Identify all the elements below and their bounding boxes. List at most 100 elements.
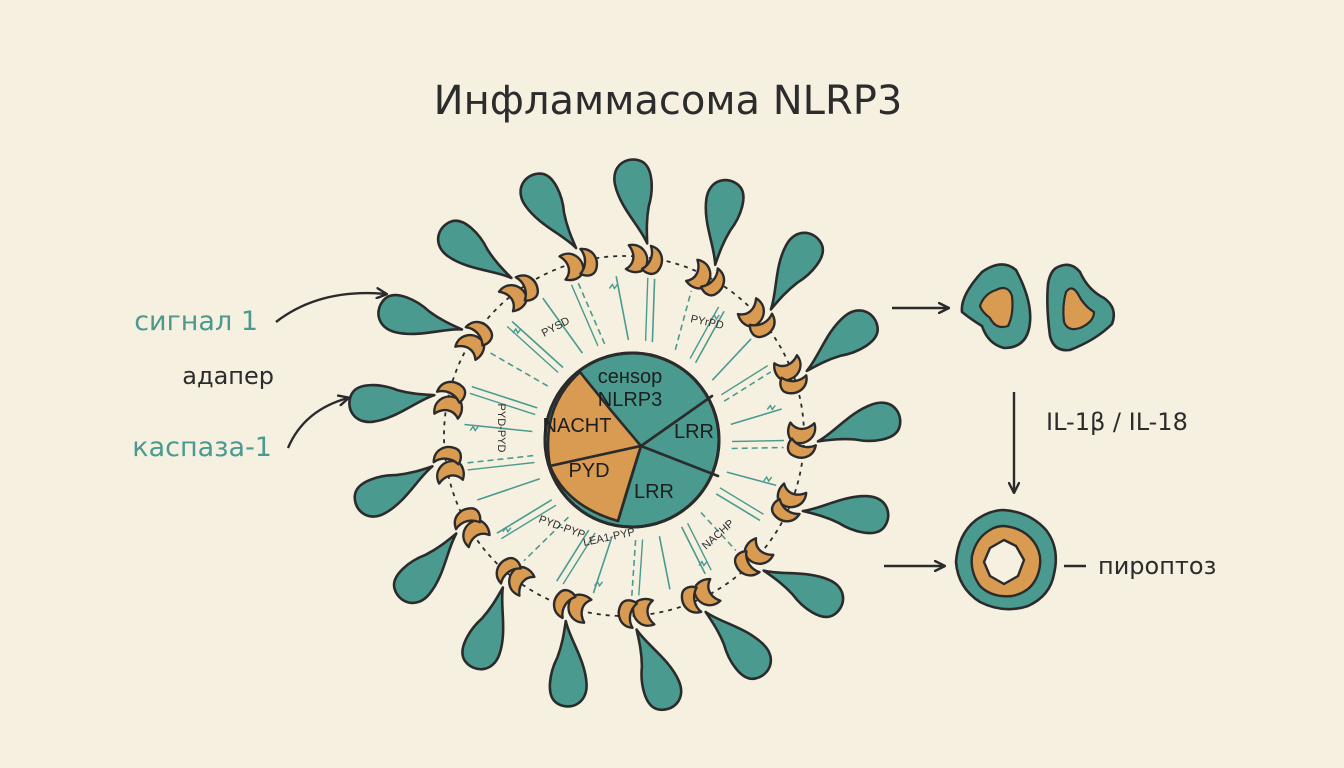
asc-adapter-crescent-icon xyxy=(786,421,817,459)
asc-adapter-crescent-icon xyxy=(552,588,593,624)
caspase-teardrop-icon xyxy=(377,293,464,336)
filament-spoke xyxy=(680,526,706,575)
adapter-label: адапер xyxy=(182,362,274,390)
filament-spokes xyxy=(464,276,785,596)
asc-adapter-crescent-icon xyxy=(497,274,540,313)
caspase-teardrop-icon xyxy=(769,231,825,311)
filament-zigzag-mark xyxy=(766,404,776,411)
filament-spoke xyxy=(674,290,693,351)
caspase-teardrop-icon xyxy=(348,383,436,424)
caspase-teardrop-icon xyxy=(801,494,890,535)
filament-spoke xyxy=(723,371,772,402)
caspase-teardrop-icon xyxy=(519,172,578,250)
cytokines-label: IL-1β / IL-18 xyxy=(1046,408,1188,436)
caspase-teardrop-icon xyxy=(704,610,773,680)
filament-spoke xyxy=(523,516,569,562)
filament-spoke xyxy=(719,487,764,515)
filament-spoke xyxy=(562,532,596,585)
asc-adapter-crescent-icon xyxy=(736,297,776,339)
filament-zigzag-mark xyxy=(502,526,512,534)
pysd-label: PYSD xyxy=(540,315,572,340)
filament-spoke xyxy=(631,539,637,596)
filament-spoke xyxy=(720,365,769,396)
filament-spoke xyxy=(615,276,630,341)
nlrp3-label: NLRP3 xyxy=(598,389,662,411)
core-disc-outline xyxy=(543,351,721,529)
pyd-label: PYD xyxy=(568,460,609,482)
asc-adapter-crescent-icon xyxy=(680,577,722,614)
lrr-top-label: LRR xyxy=(674,421,714,443)
caspase-teardrop-icon xyxy=(353,465,434,518)
filament-spoke xyxy=(644,277,649,341)
caspase-teardrop-icon xyxy=(762,569,845,618)
filament-spoke xyxy=(577,282,606,345)
filament-zigzag-mark xyxy=(608,283,618,290)
filament-spoke xyxy=(651,278,656,343)
filament-zigzag-mark xyxy=(469,425,479,432)
filament-spoke xyxy=(467,461,535,471)
asc-adapter-crescent-icon xyxy=(770,482,808,523)
filament-spoke xyxy=(466,454,534,464)
asc-adapter-crescent-icon xyxy=(558,247,599,282)
pyroptotic-cell-icon xyxy=(954,508,1058,611)
filament-spoke xyxy=(731,446,784,450)
cytokine-blob-icon xyxy=(960,263,1032,350)
filament-spoke xyxy=(471,385,538,409)
filament-spoke xyxy=(730,408,782,426)
core-divider-line xyxy=(616,394,720,523)
inflammasome-ring xyxy=(348,158,902,712)
pyd-side-label: PYD-PYD xyxy=(495,404,507,453)
asc-adapter-crescent-icon xyxy=(684,258,726,297)
filament-zigzag-mark xyxy=(698,560,708,567)
asc-adapter-crescent-icon xyxy=(453,507,491,549)
page-title: Инфламмасома NLRP3 xyxy=(434,78,903,124)
caspase-teardrop-icon xyxy=(816,401,902,443)
filament-spoke xyxy=(469,392,536,416)
asc-adapter-crescent-icon xyxy=(432,445,465,485)
filament-spoke xyxy=(477,478,541,501)
filament-zigzag-mark xyxy=(512,327,522,335)
filament-spoke xyxy=(715,493,761,522)
lrr-bottom-label: LRR xyxy=(634,481,674,503)
caspase-teardrop-icon xyxy=(548,619,588,708)
filament-spoke xyxy=(500,504,557,540)
filament-spoke xyxy=(694,310,725,364)
asc-adapter-crescent-icon xyxy=(617,597,656,630)
filament-spoke xyxy=(542,297,584,354)
caspase-teardrop-icon xyxy=(392,532,458,605)
filament-zigzag-mark xyxy=(710,313,720,321)
cytokine-blob-icon xyxy=(1046,263,1116,352)
nlrp3-core: сенsор NLRP3 NACHT LRR PYD LRR xyxy=(543,351,721,529)
ring-subunits xyxy=(348,158,902,712)
caspase-teardrop-icon xyxy=(635,628,683,712)
pyroptosis-label: пироптоз xyxy=(1098,552,1216,580)
caspase-label: каспаза-1 xyxy=(132,432,272,463)
filament-spoke xyxy=(658,536,671,590)
asc-adapter-crescent-icon xyxy=(773,354,808,395)
nachp-label: NACHP xyxy=(700,518,737,553)
filament-zigzag-mark xyxy=(763,475,773,483)
caspase-teardrop-icon xyxy=(704,178,745,267)
filament-spoke xyxy=(506,325,559,374)
asc-adapter-crescent-icon xyxy=(624,243,664,276)
filament-spoke xyxy=(686,522,712,571)
sensor-label: сенsор xyxy=(598,366,662,388)
filament-spoke xyxy=(700,511,737,552)
asc-adapter-crescent-icon xyxy=(733,537,775,577)
filament-spoke xyxy=(726,471,777,487)
pyd-pyp-label: PYD-PYP xyxy=(537,514,586,542)
asc-adapter-crescent-icon xyxy=(433,380,467,420)
caspase-teardrop-icon xyxy=(461,586,505,671)
asc-adapter-crescent-icon xyxy=(495,556,536,597)
filament-spoke xyxy=(711,338,752,381)
filament-spoke xyxy=(487,350,549,387)
filament-spoke xyxy=(638,539,644,596)
nacht-label: NACHT xyxy=(543,415,612,437)
filament-spoke xyxy=(570,284,599,347)
caspase-teardrop-icon xyxy=(613,158,653,245)
caspase-teardrop-icon xyxy=(805,309,879,373)
signal-label: сигнал 1 xyxy=(134,306,258,337)
filament-zigzag-mark xyxy=(593,580,604,588)
caspase-teardrop-icon xyxy=(437,219,513,280)
